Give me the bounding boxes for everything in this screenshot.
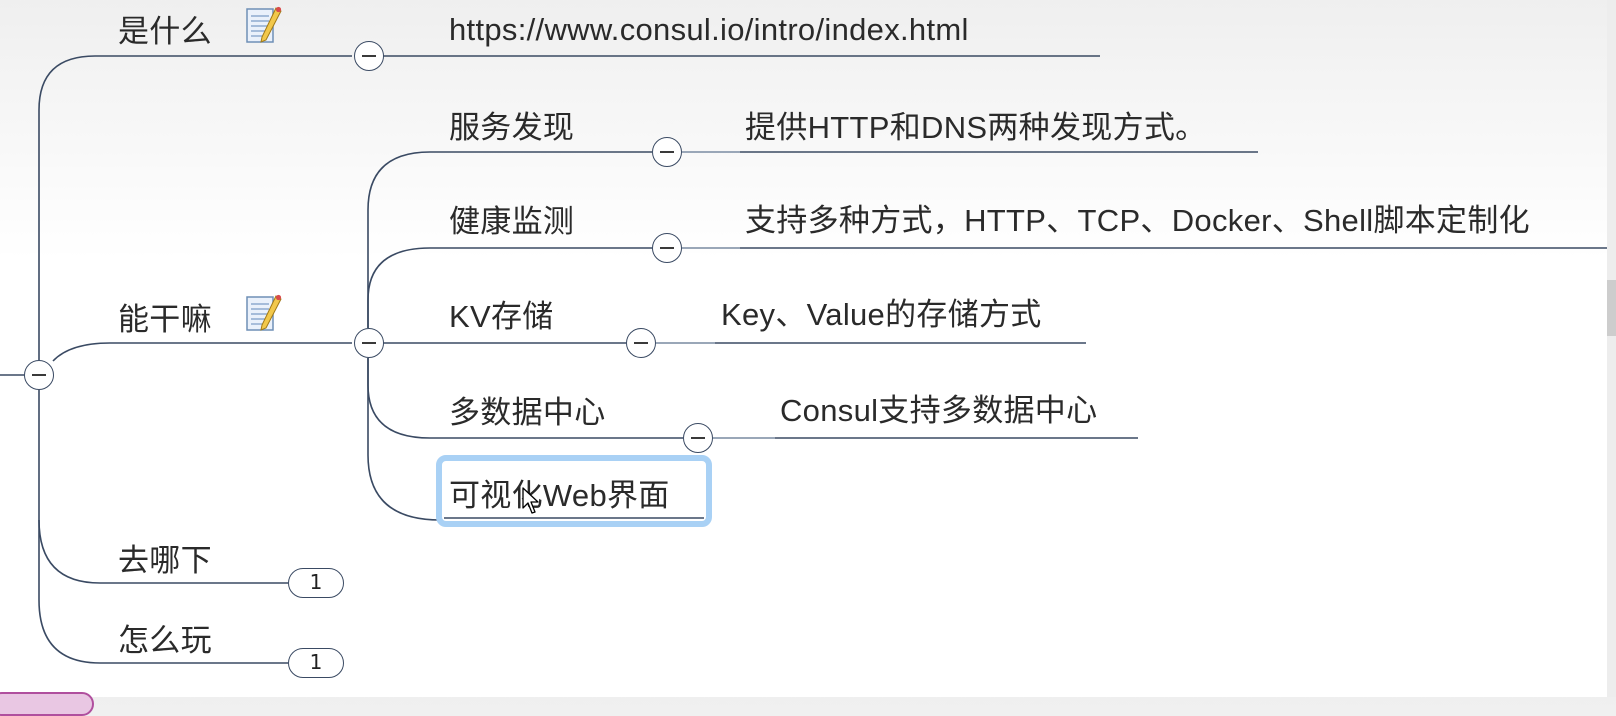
node-service-discovery-detail[interactable]: 提供HTTP和DNS两种发现方式。 <box>745 110 1207 145</box>
branch-label-what-can-do[interactable]: 能干嘛 <box>118 302 212 337</box>
note-pencil-icon[interactable] <box>246 6 282 46</box>
vertical-scrollbar-thumb[interactable] <box>1607 280 1616 336</box>
collapse-toggle-multi-datacenter[interactable] <box>683 423 713 453</box>
minus-icon <box>691 437 705 439</box>
partial-node-offscreen[interactable] <box>0 692 94 716</box>
node-kv-store[interactable]: KV存储 <box>449 299 554 334</box>
minus-icon <box>362 55 376 57</box>
node-multi-datacenter-detail[interactable]: Consul支持多数据中心 <box>780 393 1098 428</box>
minus-icon <box>660 151 674 153</box>
branch-label-how-to-use[interactable]: 怎么玩 <box>118 623 212 658</box>
collapsed-count-badge[interactable]: 1 <box>288 568 344 598</box>
mouse-cursor-icon <box>522 487 539 514</box>
selected-node-highlight[interactable] <box>436 455 712 527</box>
node-multi-datacenter[interactable]: 多数据中心 <box>449 395 606 430</box>
collapse-toggle-root[interactable] <box>24 360 54 390</box>
node-health-check[interactable]: 健康监测 <box>449 204 575 239</box>
node-service-discovery[interactable]: 服务发现 <box>449 110 575 145</box>
collapse-toggle-health-check[interactable] <box>652 233 682 263</box>
url-node[interactable]: https://www.consul.io/intro/index.html <box>449 12 969 47</box>
note-pencil-icon[interactable] <box>246 294 282 334</box>
collapsed-count-badge[interactable]: 1 <box>288 648 344 678</box>
collapse-toggle-what-is[interactable] <box>354 41 384 71</box>
collapse-toggle-kv-store[interactable] <box>626 328 656 358</box>
minus-icon <box>32 374 46 376</box>
branch-label-what-is[interactable]: 是什么 <box>118 14 212 49</box>
connector-lines <box>0 55 1607 664</box>
node-web-ui[interactable]: 可视化Web界面 <box>449 478 670 513</box>
vertical-scrollbar[interactable] <box>1607 0 1616 697</box>
branch-label-where-download[interactable]: 去哪下 <box>118 543 212 578</box>
minus-icon <box>660 247 674 249</box>
collapse-toggle-service-discovery[interactable] <box>652 137 682 167</box>
collapse-toggle-what-can-do[interactable] <box>354 328 384 358</box>
minus-icon <box>362 342 376 344</box>
node-kv-store-detail[interactable]: Key、Value的存储方式 <box>721 297 1042 332</box>
minus-icon <box>634 342 648 344</box>
node-health-check-detail[interactable]: 支持多种方式，HTTP、TCP、Docker、Shell脚本定制化 <box>745 203 1530 238</box>
